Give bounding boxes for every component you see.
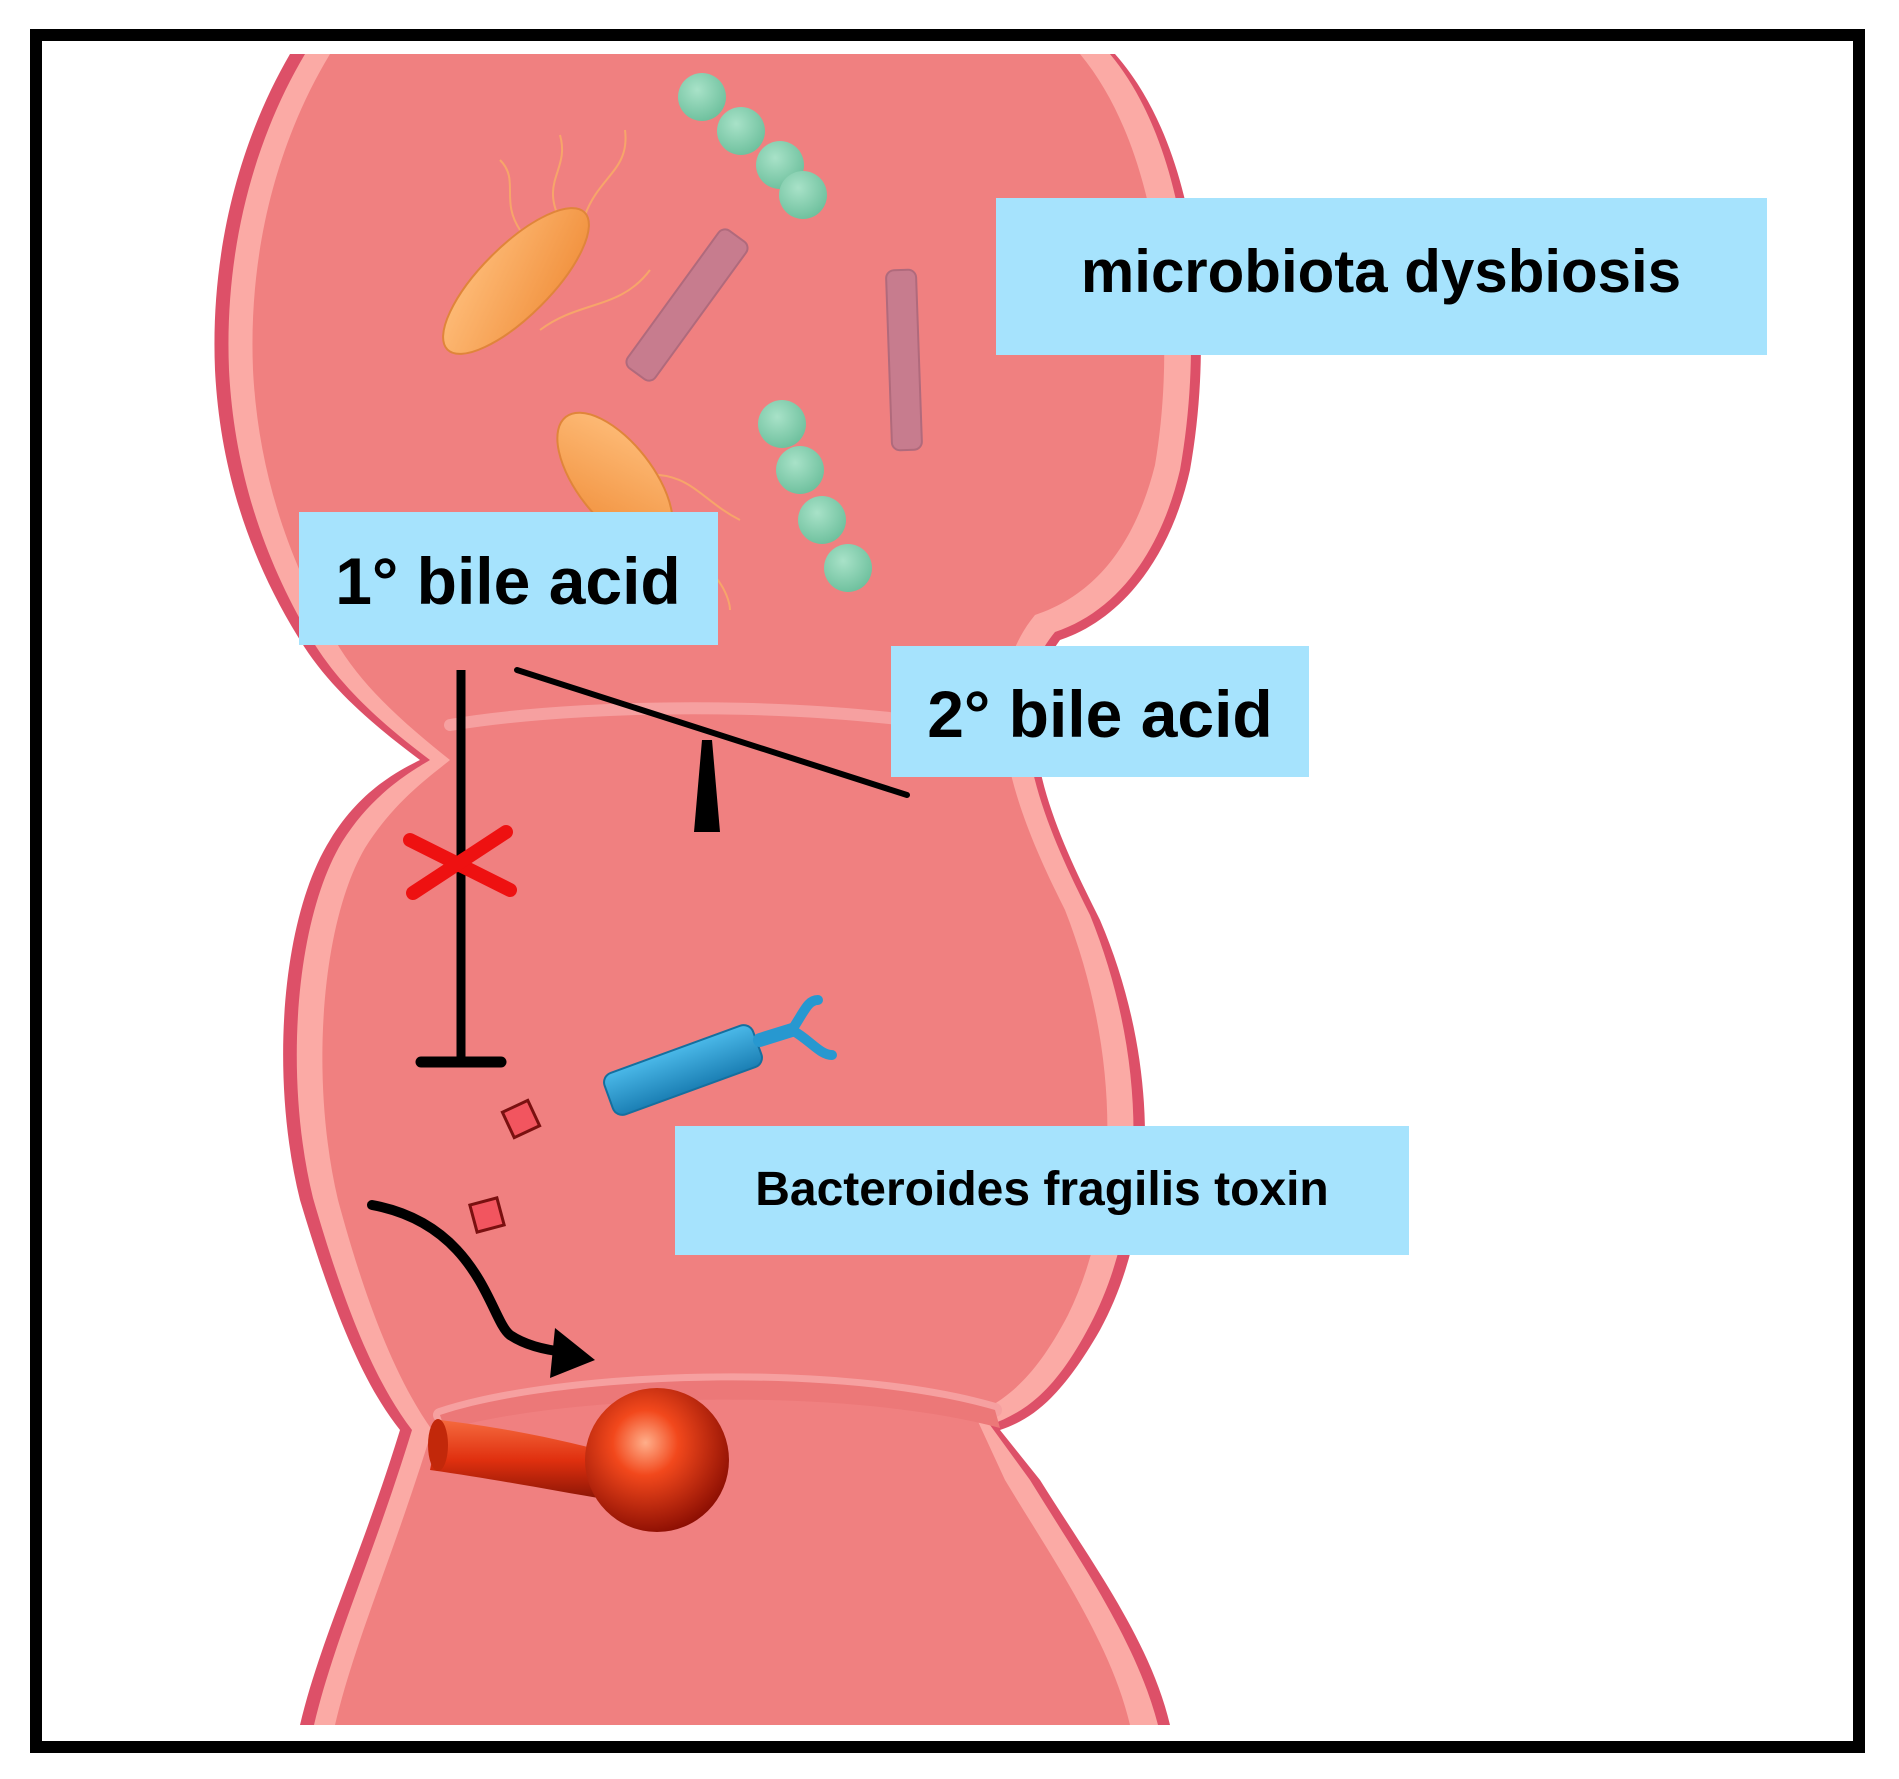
- label-text: Bacteroides fragilis toxin: [755, 1163, 1329, 1216]
- label-box: [891, 646, 1309, 777]
- colon-lumen: [252, 54, 1165, 1725]
- label-box: [996, 198, 1767, 355]
- label-primary-bile-acid: 1° bile acid: [299, 512, 718, 645]
- label-bft-toxin: Bacteroides fragilis toxin: [675, 1126, 1409, 1255]
- toxin-fragment: [468, 1196, 506, 1234]
- tumor-polyp-icon: [428, 1388, 729, 1532]
- microbiota-bacteria: [442, 73, 923, 611]
- label-secondary-bile-acid: 2° bile acid: [891, 646, 1309, 777]
- label-text: 2° bile acid: [927, 677, 1273, 751]
- inhibition-cross-icon: [403, 825, 517, 900]
- label-text: 1° bile acid: [335, 544, 681, 618]
- bile-acid-balance: [514, 667, 910, 832]
- colon-segment: [214, 54, 1201, 1725]
- progression-arrow-head: [550, 1328, 595, 1378]
- figure-frame: [30, 29, 1865, 1753]
- flagellated-bacterium-icon: [442, 129, 651, 355]
- label-text: microbiota dysbiosis: [1081, 238, 1681, 305]
- rod-bacterium-icon: [885, 268, 923, 452]
- streptococcus-chain-icon: [678, 73, 827, 219]
- colon-fold-lower-band: [440, 1380, 1000, 1430]
- balance-fulcrum: [694, 740, 720, 832]
- toxin-fragment: [500, 1098, 542, 1140]
- label-box: [675, 1126, 1409, 1255]
- streptococcus-chain-icon: [758, 400, 872, 592]
- label-microbiota-dysbiosis: microbiota dysbiosis: [996, 198, 1767, 355]
- rod-bacterium-icon: [625, 228, 749, 382]
- progression-arrow: [367, 1200, 570, 1357]
- bft-toxin-icon: [603, 995, 837, 1116]
- label-box: [299, 512, 718, 645]
